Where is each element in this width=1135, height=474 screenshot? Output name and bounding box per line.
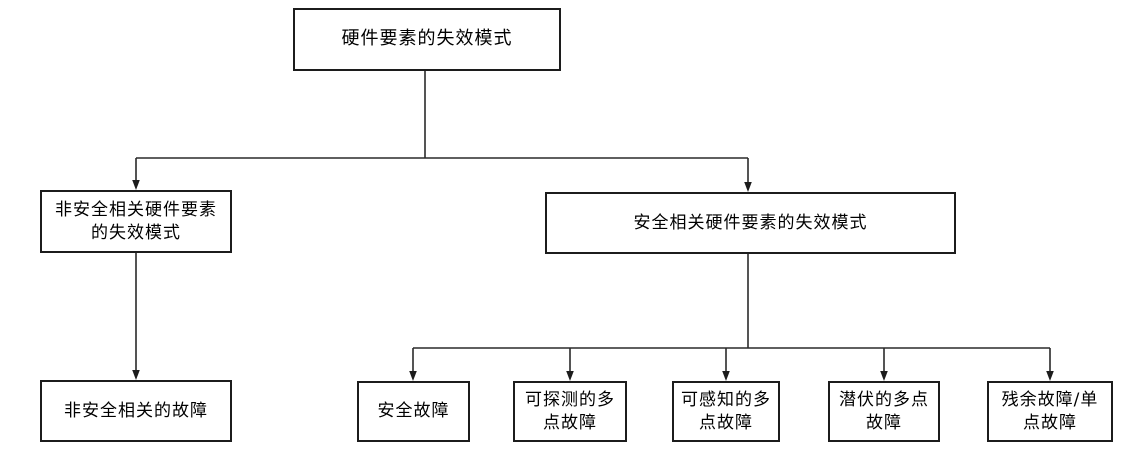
node-hardware-element-failure-modes: 硬件要素的失效模式 (293, 8, 561, 71)
arrowhead-perceivable (722, 371, 730, 381)
arrowhead-nonsafe-fault (132, 370, 140, 380)
node-non-safety-related-fault: 非安全相关的故障 (40, 380, 232, 442)
node-safety-related-hw-failure-modes: 安全相关硬件要素的失效模式 (545, 192, 956, 254)
arrowhead-residual (1046, 371, 1054, 381)
arrowhead-nonsafe (132, 180, 140, 190)
node-residual-singlepoint-fault: 残余故障/单 点故障 (987, 381, 1113, 442)
arrowhead-latent (880, 371, 888, 381)
arrowhead-safe-fault (409, 371, 417, 381)
node-non-safety-related-hw-failure-modes: 非安全相关硬件要素 的失效模式 (40, 190, 232, 253)
node-perceivable-multipoint-fault: 可感知的多 点故障 (672, 381, 780, 442)
arrowhead-detectable (566, 371, 574, 381)
arrowhead-safe (744, 182, 752, 192)
node-safe-fault: 安全故障 (357, 381, 470, 442)
node-latent-multipoint-fault: 潜伏的多点 故障 (828, 381, 940, 442)
node-detectable-multipoint-fault: 可探测的多 点故障 (513, 381, 627, 442)
